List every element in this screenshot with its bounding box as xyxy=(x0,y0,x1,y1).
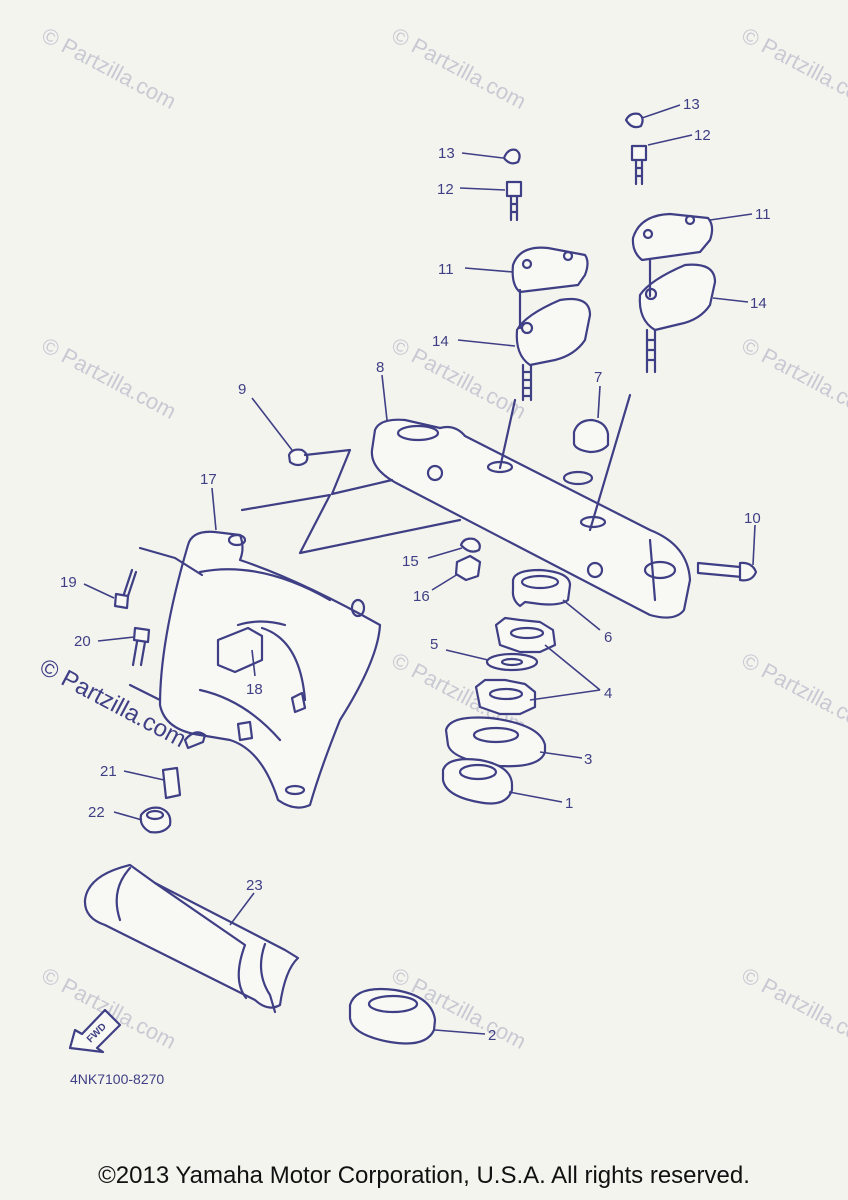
ring-nut-4-upper xyxy=(494,616,557,654)
nut-16 xyxy=(454,554,482,582)
washer-5 xyxy=(485,652,539,672)
cover-23 xyxy=(83,863,300,1009)
callout-11-right[interactable]: 11 xyxy=(755,206,771,223)
callout-21[interactable]: 21 xyxy=(100,763,117,780)
callout-4[interactable]: 4 xyxy=(604,685,612,702)
callout-12-right[interactable]: 12 xyxy=(694,127,711,144)
callout-12-left[interactable]: 12 xyxy=(437,181,454,198)
callout-9[interactable]: 9 xyxy=(238,381,246,398)
alignment-line xyxy=(138,546,204,577)
watermark: © Partzilla.com xyxy=(738,647,848,739)
callout-16[interactable]: 16 xyxy=(413,588,430,605)
callout-8[interactable]: 8 xyxy=(376,359,384,376)
bracket-18 xyxy=(216,626,264,674)
callout-2[interactable]: 2 xyxy=(488,1027,496,1044)
callout-3[interactable]: 3 xyxy=(584,751,592,768)
lower-holder-14-right xyxy=(638,263,717,332)
washer-15 xyxy=(459,537,481,553)
upper-holder-11-left xyxy=(511,246,589,294)
watermark: © Partzilla.com xyxy=(38,22,181,114)
callout-19[interactable]: 19 xyxy=(60,574,77,591)
callout-14-left[interactable]: 14 xyxy=(432,333,449,350)
watermark: © Partzilla.com xyxy=(38,332,181,424)
lower-holder-14-left xyxy=(515,297,592,367)
watermark: © Partzilla.com xyxy=(738,962,848,1054)
upper-bracket-8 xyxy=(370,418,692,619)
callout-10[interactable]: 10 xyxy=(744,510,761,527)
callout-20[interactable]: 20 xyxy=(74,633,91,650)
callout-14-right[interactable]: 14 xyxy=(750,295,767,312)
fwd-arrow-icon: FWD xyxy=(68,1008,122,1054)
watermark: © Partzilla.com xyxy=(38,962,181,1054)
collar-21 xyxy=(161,766,182,800)
callout-18[interactable]: 18 xyxy=(246,681,263,698)
upper-holder-11-right xyxy=(631,212,714,262)
bolt-12-right xyxy=(630,144,648,162)
callout-13-right[interactable]: 13 xyxy=(683,96,700,113)
callout-11-left[interactable]: 11 xyxy=(438,261,454,278)
bolt-19 xyxy=(113,592,130,610)
copyright-notice: ©2013 Yamaha Motor Corporation, U.S.A. A… xyxy=(98,1162,750,1189)
alignment-line xyxy=(498,398,517,470)
diagram-part-code: 4NK7100-8270 xyxy=(70,1071,164,1087)
cap-13-left xyxy=(502,148,521,165)
alignment-line xyxy=(240,493,462,555)
callouts: 1 2 3 4 5 6 7 8 9 10 11 11 12 12 13 13 1… xyxy=(60,96,771,1044)
cap-13-right xyxy=(624,112,644,129)
watermark: © Partzilla.com xyxy=(738,22,848,114)
callout-7[interactable]: 7 xyxy=(594,369,602,386)
callout-13-left[interactable]: 13 xyxy=(438,145,455,162)
callout-22[interactable]: 22 xyxy=(88,804,105,821)
watermark: © Partzilla.com xyxy=(388,22,531,114)
callout-5[interactable]: 5 xyxy=(430,636,438,653)
bolt-12-left xyxy=(505,180,523,198)
ring-nut-4-lower xyxy=(474,678,537,716)
bearing-2 xyxy=(348,987,437,1045)
watermark: © Partzilla.com xyxy=(738,332,848,424)
bolt-20 xyxy=(132,626,151,644)
alignment-line xyxy=(518,258,652,532)
parts-drawing xyxy=(83,112,758,1045)
callout-17[interactable]: 17 xyxy=(200,471,217,488)
under-bracket-17 xyxy=(158,530,382,809)
cap-nut-7 xyxy=(572,418,610,454)
bolt-9 xyxy=(287,448,309,467)
callout-6[interactable]: 6 xyxy=(604,629,612,646)
bolt-10 xyxy=(696,561,744,579)
callout-1[interactable]: 1 xyxy=(565,795,573,812)
alignment-line xyxy=(303,448,394,496)
callout-23[interactable]: 23 xyxy=(246,877,263,894)
callout-15[interactable]: 15 xyxy=(402,553,419,570)
alignment-line xyxy=(128,683,162,702)
